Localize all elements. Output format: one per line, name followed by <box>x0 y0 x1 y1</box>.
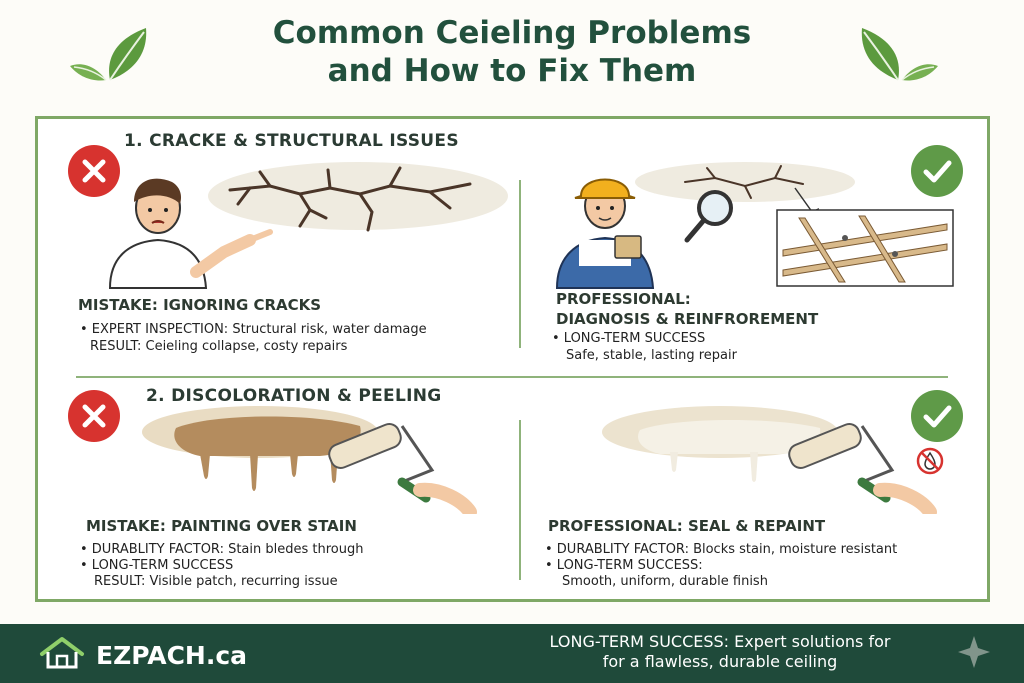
professional-2-heading: PROFESSIONAL: SEAL & REPAINT <box>548 517 826 535</box>
check-icon <box>911 390 963 442</box>
footer-tagline: LONG-TERM SUCCESS: Expert solutions for … <box>480 632 960 672</box>
professional-1-bullet-1: • LONG-TERM SUCCESS <box>552 331 706 346</box>
professional-2-bullet-3: Smooth, uniform, durable finish <box>562 574 768 589</box>
x-icon <box>68 390 120 442</box>
page-title: Common Ceieling Problems and How to Fix … <box>0 14 1024 90</box>
mistake-2-bullet-3: RESULT: Visible patch, recurring issue <box>94 574 338 589</box>
section-2-title: 2. DISCOLORATION & PEELING <box>146 386 442 406</box>
house-icon <box>40 637 84 669</box>
column-divider <box>519 420 521 580</box>
professional-1-heading-line-2: DIAGNOSIS & REINFROREMENT <box>556 310 819 328</box>
mistake-2-bullet-1: • DURABLITY FACTOR: Stain bledes through <box>80 542 364 557</box>
footer-tagline-line-1: LONG-TERM SUCCESS: Expert solutions for <box>549 632 891 651</box>
title-line-1: Common Ceieling Problems <box>272 15 752 51</box>
sparkle-icon <box>958 636 990 668</box>
professional-1-bullet-2: Safe, stable, lasting repair <box>566 348 737 363</box>
inspector-illustration <box>555 162 954 289</box>
leaf-icon <box>861 28 938 81</box>
mistake-1-bullet-2: RESULT: Ceieling collapse, costy repairs <box>90 339 348 354</box>
title-line-2: and How to Fix Them <box>327 53 697 89</box>
x-icon <box>68 145 120 197</box>
seal-roller-illustration <box>602 406 937 514</box>
footer-tagline-line-2: for a flawless, durable ceiling <box>602 652 838 671</box>
cracked-ceiling-illustration <box>108 162 508 289</box>
mistake-2-heading: MISTAKE: PAINTING OVER STAIN <box>86 517 357 535</box>
professional-2-bullet-1: • DURABLITY FACTOR: Blocks stain, moistu… <box>545 542 898 557</box>
mistake-2-bullet-2: • LONG-TERM SUCCESS <box>80 558 234 573</box>
column-divider <box>519 180 521 348</box>
section-divider <box>76 376 948 378</box>
content-panel <box>35 116 990 602</box>
professional-1-heading-line-1: PROFESSIONAL: <box>556 290 691 308</box>
check-icon <box>911 145 963 197</box>
no-water-icon <box>916 447 944 475</box>
brand-name: EZPACH.ca <box>96 641 248 670</box>
section-1-title: 1. CRACKE & STRUCTURAL ISSUES <box>124 131 459 151</box>
footer-bar <box>0 624 1024 683</box>
stain-roller-illustration <box>142 406 477 514</box>
mistake-1-bullet-1: • EXPERT INSPECTION: Structural risk, wa… <box>80 322 427 337</box>
mistake-1-heading: MISTAKE: IGNORING CRACKS <box>78 296 322 314</box>
leaf-icon <box>70 28 147 81</box>
professional-1-heading: PROFESSIONAL: DIAGNOSIS & REINFROREMENT <box>556 289 818 329</box>
professional-2-bullet-2: • LONG-TERM SUCCESS: <box>545 558 703 573</box>
